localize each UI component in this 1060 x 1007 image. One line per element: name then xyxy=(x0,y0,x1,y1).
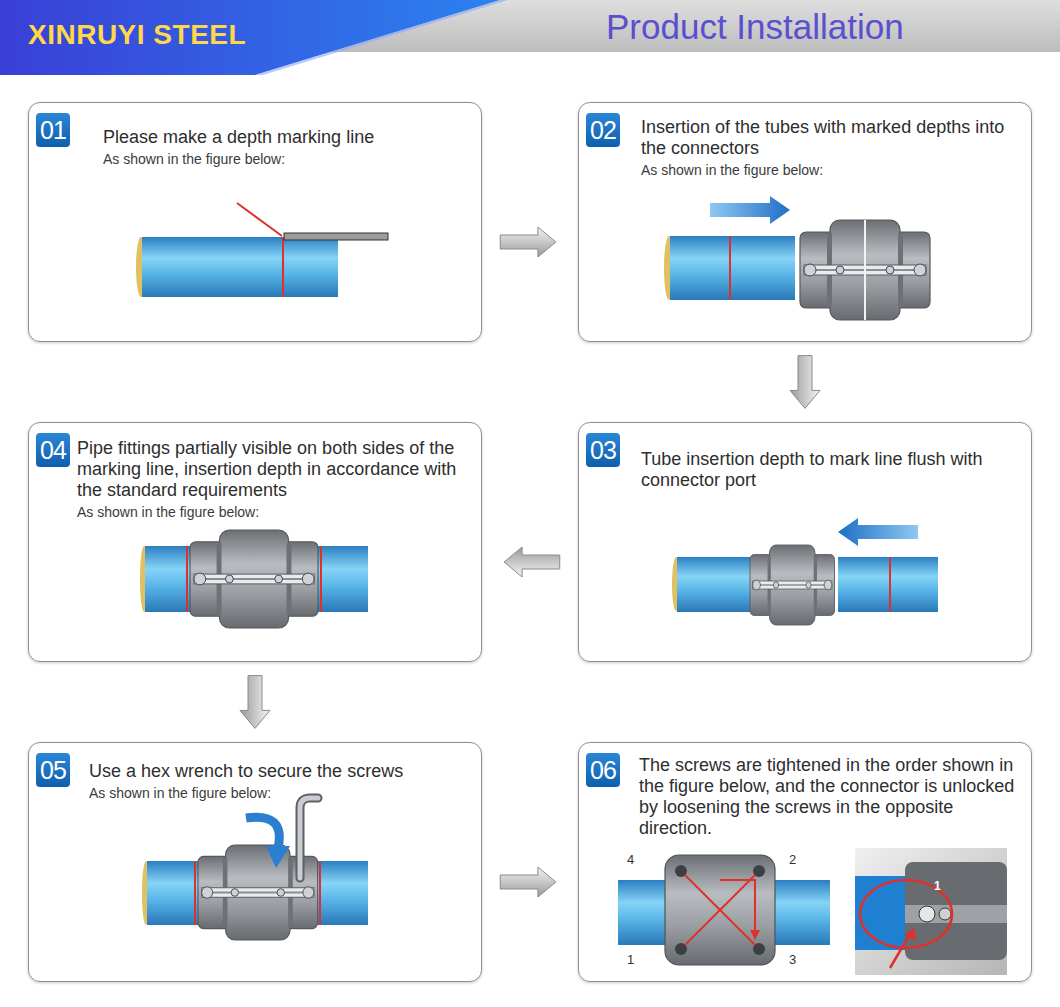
step-badge-holder: 01 xyxy=(36,113,70,147)
step-number: 06 xyxy=(586,753,620,787)
step-panel: 05 Use a hex wrench to secure the screwsA… xyxy=(28,742,482,982)
step-panel: 02 Insertion of the tubes with marked dep… xyxy=(578,102,1032,342)
flow-arrow xyxy=(504,547,560,577)
step-instruction: Please make a depth marking line xyxy=(103,127,475,148)
step-note: As shown in the figure below: xyxy=(77,504,475,521)
step-panel: 04Pipe fittings partially visible on bot… xyxy=(28,422,482,662)
step-badge-holder: 02 xyxy=(586,113,620,147)
callout-number: 1 xyxy=(934,879,941,893)
step-number: 01 xyxy=(36,113,70,147)
step-number: 03 xyxy=(586,433,620,467)
callout-number: 2 xyxy=(789,852,796,867)
step-number: 02 xyxy=(586,113,620,147)
step-number: 04 xyxy=(36,433,70,467)
step-panel: 03 Tube insertion depth to mark line flus… xyxy=(578,422,1032,662)
step-note: As shown in the figure below: xyxy=(103,151,475,168)
flow-arrow xyxy=(790,356,820,409)
brand-name: XINRUYI STEEL xyxy=(28,19,246,51)
step-instruction: Pipe fittings partially visible on both … xyxy=(77,438,475,501)
step-note: As shown in the figure below: xyxy=(641,162,1025,179)
page-title: Product Installation xyxy=(606,7,904,47)
step-badge-holder: 05 xyxy=(36,753,70,787)
step-instruction: Insertion of the tubes with marked depth… xyxy=(641,117,1025,159)
callout-number: 4 xyxy=(627,852,634,867)
step-instruction: Tube insertion depth to mark line flush … xyxy=(641,449,1025,491)
step-text-block: Use a hex wrench to secure the screws As … xyxy=(89,761,475,802)
flow-arrow xyxy=(500,867,556,897)
step-note: As shown in the figure below: xyxy=(89,785,475,802)
step-text-block: The screws are tightened in the order sh… xyxy=(639,755,1025,839)
step-number: 05 xyxy=(36,753,70,787)
step-badge-holder: 03 xyxy=(586,433,620,467)
step-text-block: Insertion of the tubes with marked depth… xyxy=(641,117,1025,179)
callout-number: 1 xyxy=(627,952,634,967)
step-panel: 06 The screws are tightened in the order … xyxy=(578,742,1032,982)
step-instruction: Use a hex wrench to secure the screws xyxy=(89,761,475,782)
step-text-block: Please make a depth marking line As shown… xyxy=(103,127,475,168)
step-text-block: Pipe fittings partially visible on both … xyxy=(77,438,475,521)
step-text-block: Tube insertion depth to mark line flush … xyxy=(641,449,1025,491)
step-badge-holder: 04 xyxy=(36,433,70,467)
step-panel: 01 Please make a depth marking line As sho… xyxy=(28,102,482,342)
step-instruction: The screws are tightened in the order sh… xyxy=(639,755,1025,839)
step-badge-holder: 06 xyxy=(586,753,620,787)
flow-arrow xyxy=(500,227,556,257)
flow-arrow xyxy=(240,676,270,729)
callout-number: 3 xyxy=(789,952,796,967)
